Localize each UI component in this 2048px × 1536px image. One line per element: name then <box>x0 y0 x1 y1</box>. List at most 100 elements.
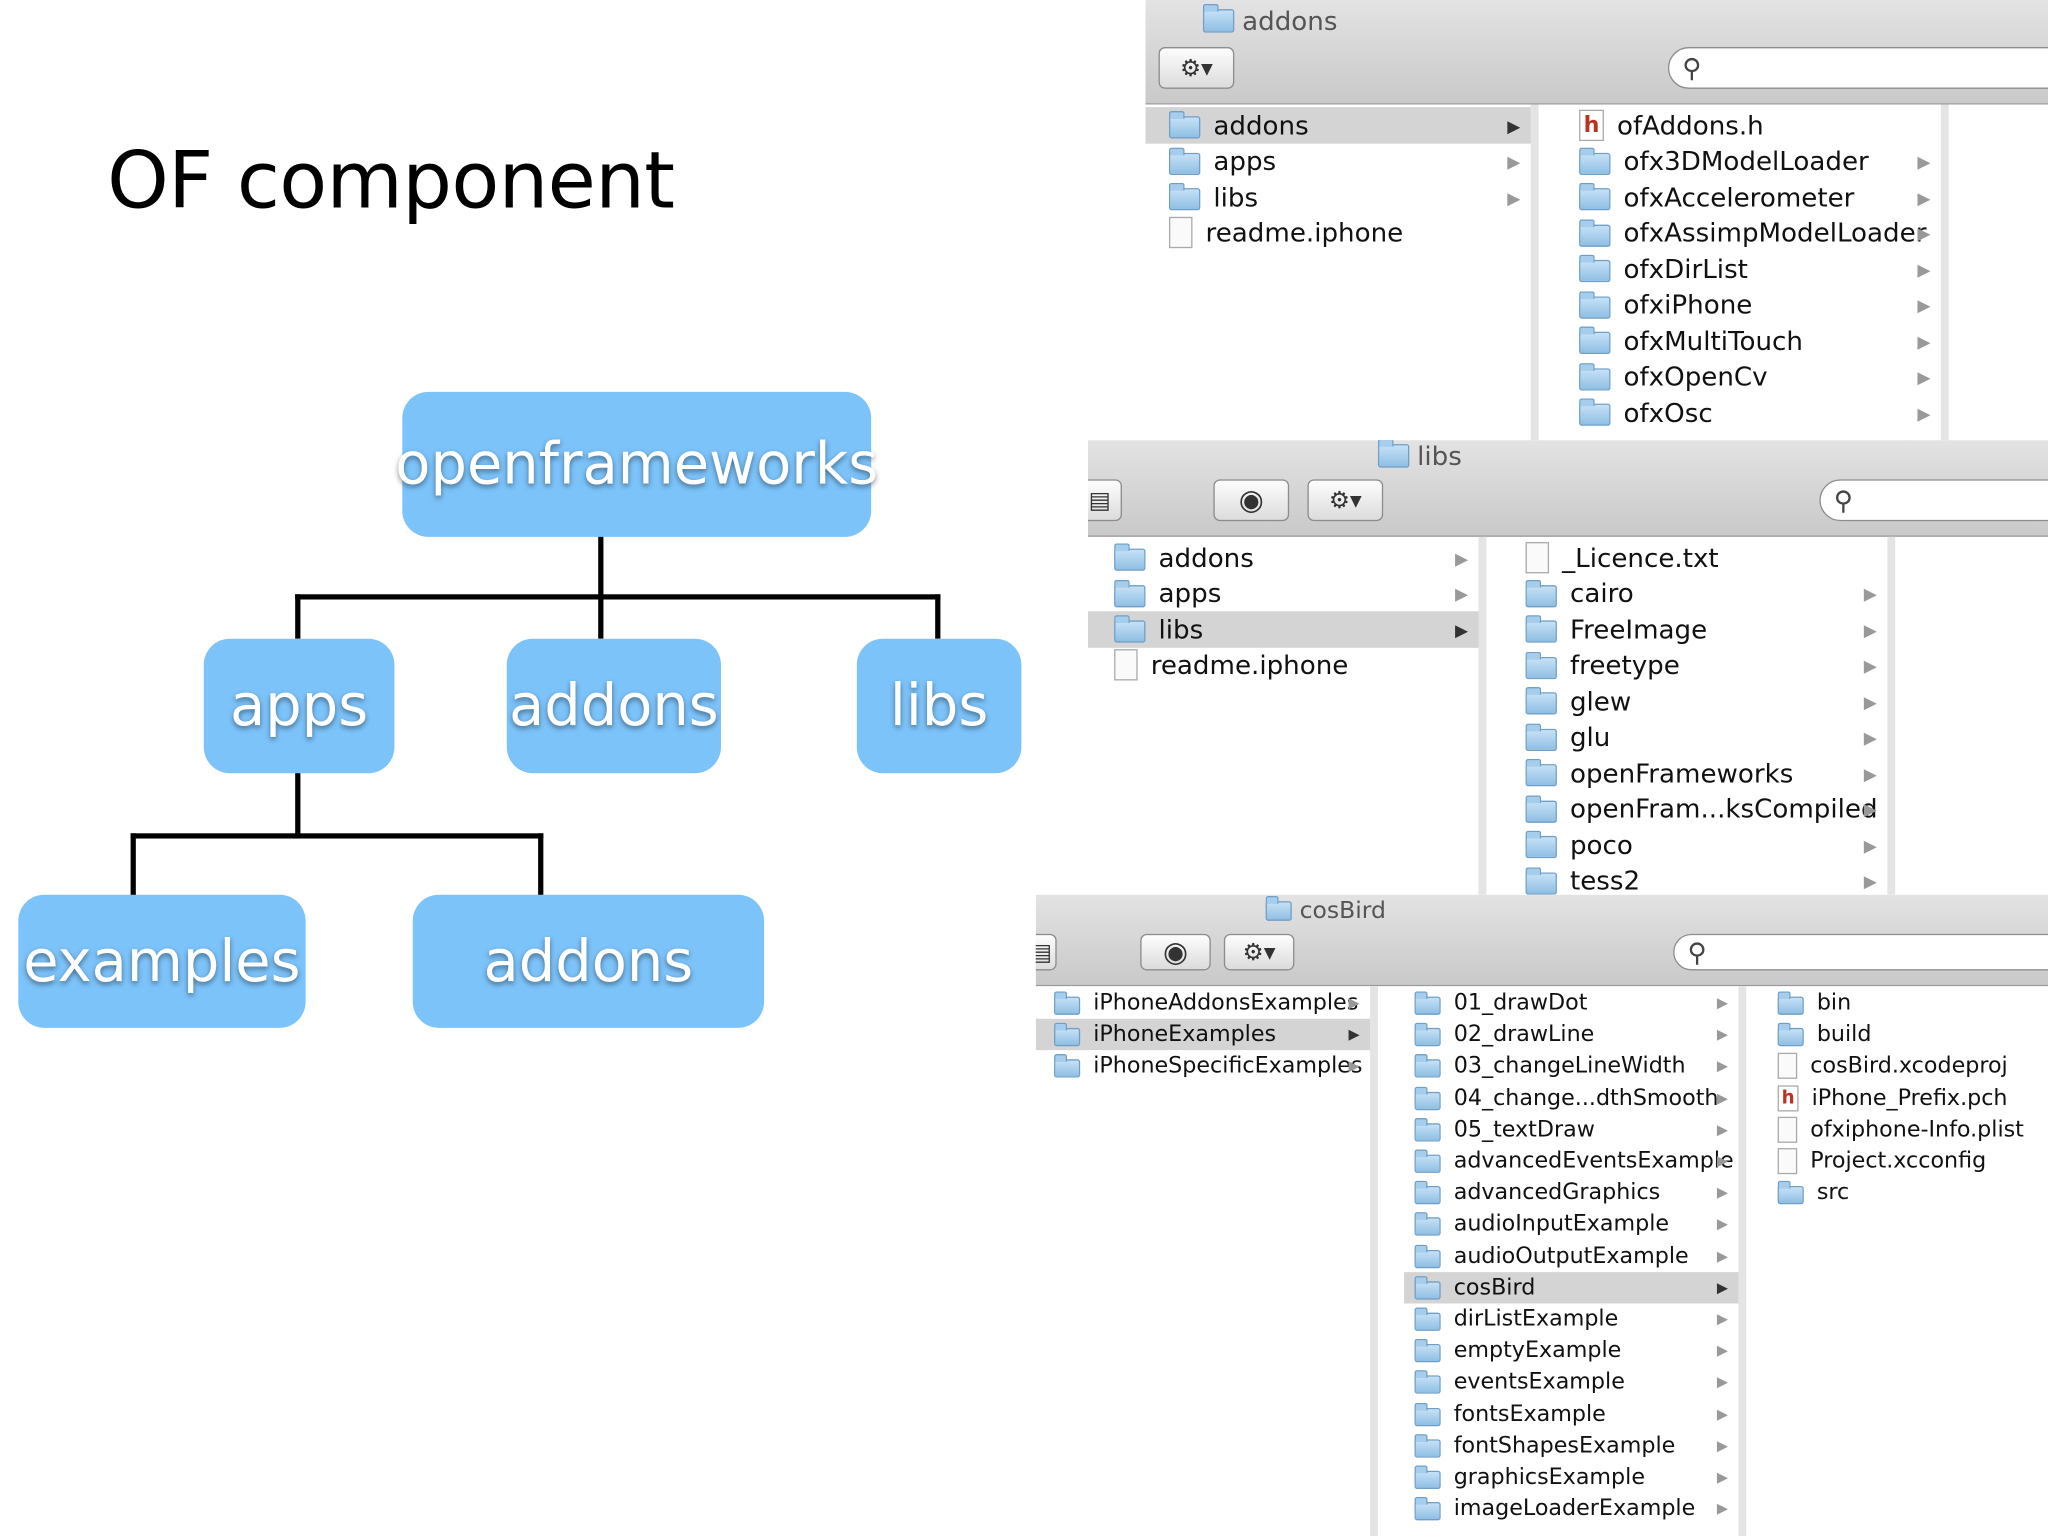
action-gear-button[interactable]: ⚙▾ <box>1223 933 1295 971</box>
disclosure-arrow-icon: ▸ <box>1716 1432 1728 1459</box>
toolbar: addons ⚙▾ ⚲ <box>1145 0 2048 105</box>
browser-row[interactable]: apps▸ <box>1088 575 1479 611</box>
browser-row[interactable]: audioInputExample▸ <box>1404 1209 1738 1241</box>
folder-icon <box>1525 687 1557 715</box>
disclosure-arrow-icon: ▸ <box>1716 990 1728 1017</box>
browser-row[interactable]: 02_drawLine▸ <box>1404 1019 1738 1051</box>
browser-row[interactable]: apps▸ <box>1145 143 1530 179</box>
browser-row[interactable]: ofx3DModelLoader▸ <box>1566 143 1941 179</box>
browser-row[interactable]: tess2 ▸ <box>1512 863 1887 898</box>
browser-row[interactable]: openFrameworks▸ <box>1512 755 1887 791</box>
browser-row[interactable]: poco▸ <box>1512 827 1887 863</box>
view-button[interactable]: ▤ <box>1035 933 1057 971</box>
browser-row[interactable]: bin <box>1767 987 2048 1019</box>
action-gear-button[interactable]: ⚙▾ <box>1307 479 1384 522</box>
browser-row[interactable]: ofxOsc ▸ <box>1566 394 1941 430</box>
browser-row[interactable]: cosBird.xcodeproj <box>1767 1051 2048 1083</box>
browser-row[interactable]: addons▸ <box>1145 107 1531 144</box>
browser-row[interactable]: glu▸ <box>1512 719 1887 755</box>
browser-row[interactable]: 05_textDraw▸ <box>1404 1114 1738 1146</box>
browser-row[interactable]: libs▸ <box>1145 179 1530 215</box>
browser-row[interactable]: _Licence.txt <box>1512 539 1887 575</box>
disclosure-arrow-icon: ▸ <box>1716 1243 1728 1270</box>
folder-icon <box>1414 1339 1441 1363</box>
browser-row[interactable]: iPhoneExamples▸ <box>1035 1019 1371 1051</box>
browser-row[interactable]: advancedEventsExample▸ <box>1404 1145 1738 1177</box>
disclosure-arrow-icon: ▸ <box>1716 1116 1728 1143</box>
browser-row[interactable]: ofxiphone-Info.plist <box>1767 1114 2048 1146</box>
browser-row[interactable]: glew▸ <box>1512 683 1887 719</box>
browser-row[interactable]: ofxDirList▸ <box>1566 251 1941 287</box>
browser-columns: addons▸apps▸libs▸readme.iphone _Licence.… <box>1087 536 2048 898</box>
browser-row-label: ofxAccelerometer <box>1623 181 1855 213</box>
browser-row[interactable]: graphicsExample▸ <box>1404 1462 1738 1494</box>
folder-icon <box>1777 991 1804 1015</box>
browser-row-label: ofxiPhone <box>1623 288 1753 321</box>
browser-row[interactable]: ofxOpenCv▸ <box>1566 359 1941 395</box>
disclosure-arrow-icon: ▸ <box>1716 1021 1728 1048</box>
toolbar: libs ▤ ◉ ⚙▾ ⚲ <box>1087 440 2048 537</box>
browser-row[interactable]: freetype▸ <box>1512 647 1887 683</box>
browser-row-label: ofxOsc <box>1623 396 1713 429</box>
browser-row[interactable]: ofxiPhone▸ <box>1566 287 1941 323</box>
browser-row[interactable]: imageLoaderExample▸ <box>1404 1493 1738 1525</box>
browser-row[interactable]: iPhoneAddonsExamples▸ <box>1036 987 1370 1019</box>
browser-row[interactable]: fontShapesExample▸ <box>1404 1430 1738 1462</box>
search-field[interactable]: ⚲ <box>1667 47 2048 89</box>
browser-row[interactable]: src <box>1767 1177 2048 1209</box>
connector <box>130 833 136 896</box>
browser-row[interactable]: addons▸ <box>1088 539 1479 575</box>
browser-row[interactable]: 01_drawDot▸ <box>1404 987 1738 1019</box>
action-gear-button[interactable]: ⚙▾ <box>1158 47 1235 89</box>
browser-row[interactable]: eventsExample▸ <box>1404 1367 1738 1399</box>
connector <box>130 833 544 839</box>
view-button[interactable]: ▤ <box>1087 479 1122 522</box>
search-field[interactable]: ⚲ <box>1819 479 2048 522</box>
folder-icon <box>1414 1244 1441 1268</box>
browser-row[interactable]: dirListExample▸ <box>1404 1304 1738 1336</box>
browser-row[interactable]: ofxMultiTouch▸ <box>1566 323 1941 359</box>
folder-icon <box>1414 1023 1441 1047</box>
gear-icon: ⚙▾ <box>1328 486 1362 514</box>
browser-row[interactable]: libs▸ <box>1087 611 1479 648</box>
browser-row[interactable]: audioOutputExample▸ <box>1404 1240 1738 1272</box>
folder-icon <box>1414 1149 1441 1174</box>
browser-row[interactable]: 04_change...dthSmooth▸ <box>1404 1082 1738 1114</box>
browser-row[interactable]: fontsExample▸ <box>1404 1398 1738 1430</box>
browser-row[interactable]: advancedGraphics▸ <box>1404 1177 1738 1209</box>
browser-row[interactable]: ofxAssimpModelLoader▸ <box>1566 215 1941 251</box>
browser-row[interactable]: openFram...ksCompiled▸ <box>1512 791 1887 827</box>
folder-icon <box>1777 1023 1804 1047</box>
browser-row[interactable]: readme.iphone <box>1145 215 1530 251</box>
folder-icon <box>1414 1497 1441 1521</box>
browser-row[interactable]: 03_changeLineWidth▸ <box>1404 1051 1738 1083</box>
browser-row[interactable]: ofxAccelerometer▸ <box>1566 179 1941 215</box>
browser-row[interactable]: iPhoneSpecificExamples▸ <box>1036 1051 1370 1083</box>
browser-row[interactable]: readme.iphone <box>1088 647 1479 683</box>
disclosure-arrow-icon: ▸ <box>1863 864 1877 897</box>
column-2: 01_drawDot▸02_drawLine▸03_changeLineWidt… <box>1404 986 1747 1536</box>
browser-row-label: tess2 <box>1569 864 1641 897</box>
disclosure-arrow-icon: ▸ <box>1716 1369 1728 1396</box>
browser-row[interactable]: emptyExample▸ <box>1404 1335 1738 1367</box>
document-icon <box>1168 217 1193 249</box>
folder-icon <box>1414 1181 1441 1205</box>
folder-icon <box>1579 147 1611 175</box>
disclosure-arrow-icon: ▸ <box>1863 721 1877 753</box>
search-icon: ⚲ <box>1833 484 1853 516</box>
browser-row-label: apps <box>1158 577 1222 609</box>
search-field[interactable]: ⚲ <box>1673 933 2048 971</box>
browser-row[interactable]: Project.xcconfig <box>1767 1145 2048 1177</box>
folder-icon <box>1414 1117 1441 1142</box>
disclosure-arrow-icon: ▸ <box>1917 396 1931 429</box>
browser-row[interactable]: cosBird▸ <box>1404 1271 1739 1304</box>
browser-row[interactable]: FreeImage▸ <box>1512 611 1887 647</box>
folder-icon <box>1265 895 1292 921</box>
browser-row[interactable]: cairo▸ <box>1512 575 1887 611</box>
browser-row[interactable]: build <box>1767 1019 2048 1051</box>
quicklook-button[interactable]: ◉ <box>1213 479 1290 522</box>
document-icon <box>1777 1053 1798 1080</box>
quicklook-button[interactable]: ◉ <box>1140 933 1211 971</box>
